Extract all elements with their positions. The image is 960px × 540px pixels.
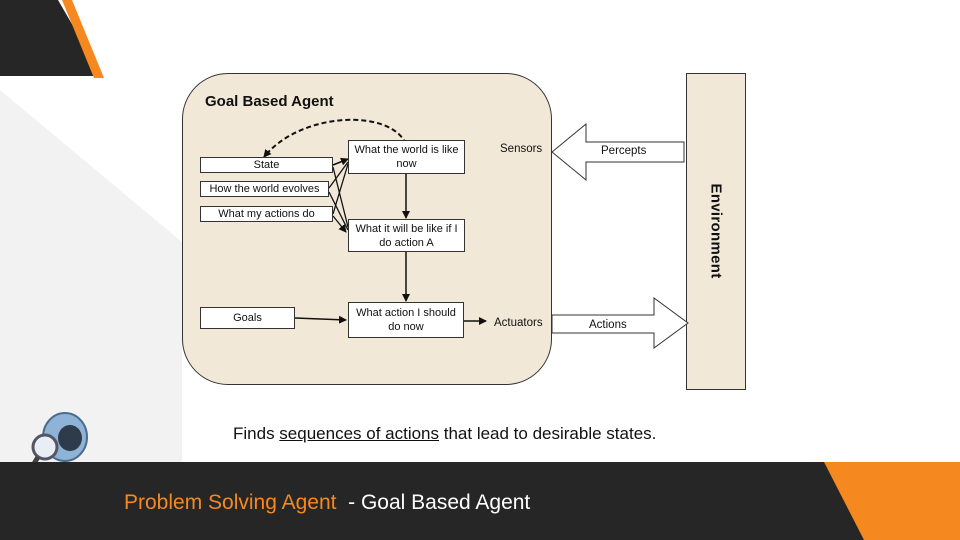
action-a-box: What it will be like if I do action A [348,219,465,252]
caption-text-before: Finds [233,424,280,443]
what-my-actions-do-box: What my actions do [200,206,333,222]
actions-label: Actions [589,319,627,331]
footer-title-sub: - Goal Based Agent [336,491,531,514]
footer-bar [0,462,960,540]
actions-to-actionA-arrow [332,215,347,233]
percepts-label: Percepts [601,145,647,157]
actions-arrow [551,297,689,349]
caption-text-after: that lead to desirable states. [439,424,657,443]
how-world-evolves-box: How the world evolves [200,181,329,197]
state-to-world-arrow [332,157,349,166]
sensors-label: Sensors [500,143,543,155]
state-box: State [200,157,333,173]
footer-title-main: Problem Solving Agent [124,491,337,514]
footer-title: Problem Solving Agent - Goal Based Agent [124,491,530,515]
world-now-box: What the world is like now [348,140,465,174]
evolves-to-actionA-line [328,191,349,231]
state-to-actionA-line [332,166,349,228]
environment-container [686,73,746,390]
action-now-box: What action I should do now [348,302,464,338]
diagram-title: Goal Based Agent [205,93,334,110]
caption: Finds sequences of actions that lead to … [233,424,656,444]
caption-underlined: sequences of actions [279,424,440,443]
state-feedback-arc [263,118,407,158]
percepts-arrow [551,122,685,182]
goals-box: Goals [200,307,295,329]
evolves-to-world-line [328,161,349,189]
actuators-label: Actuators [494,317,543,329]
goals-to-decision-arrow [294,315,347,324]
